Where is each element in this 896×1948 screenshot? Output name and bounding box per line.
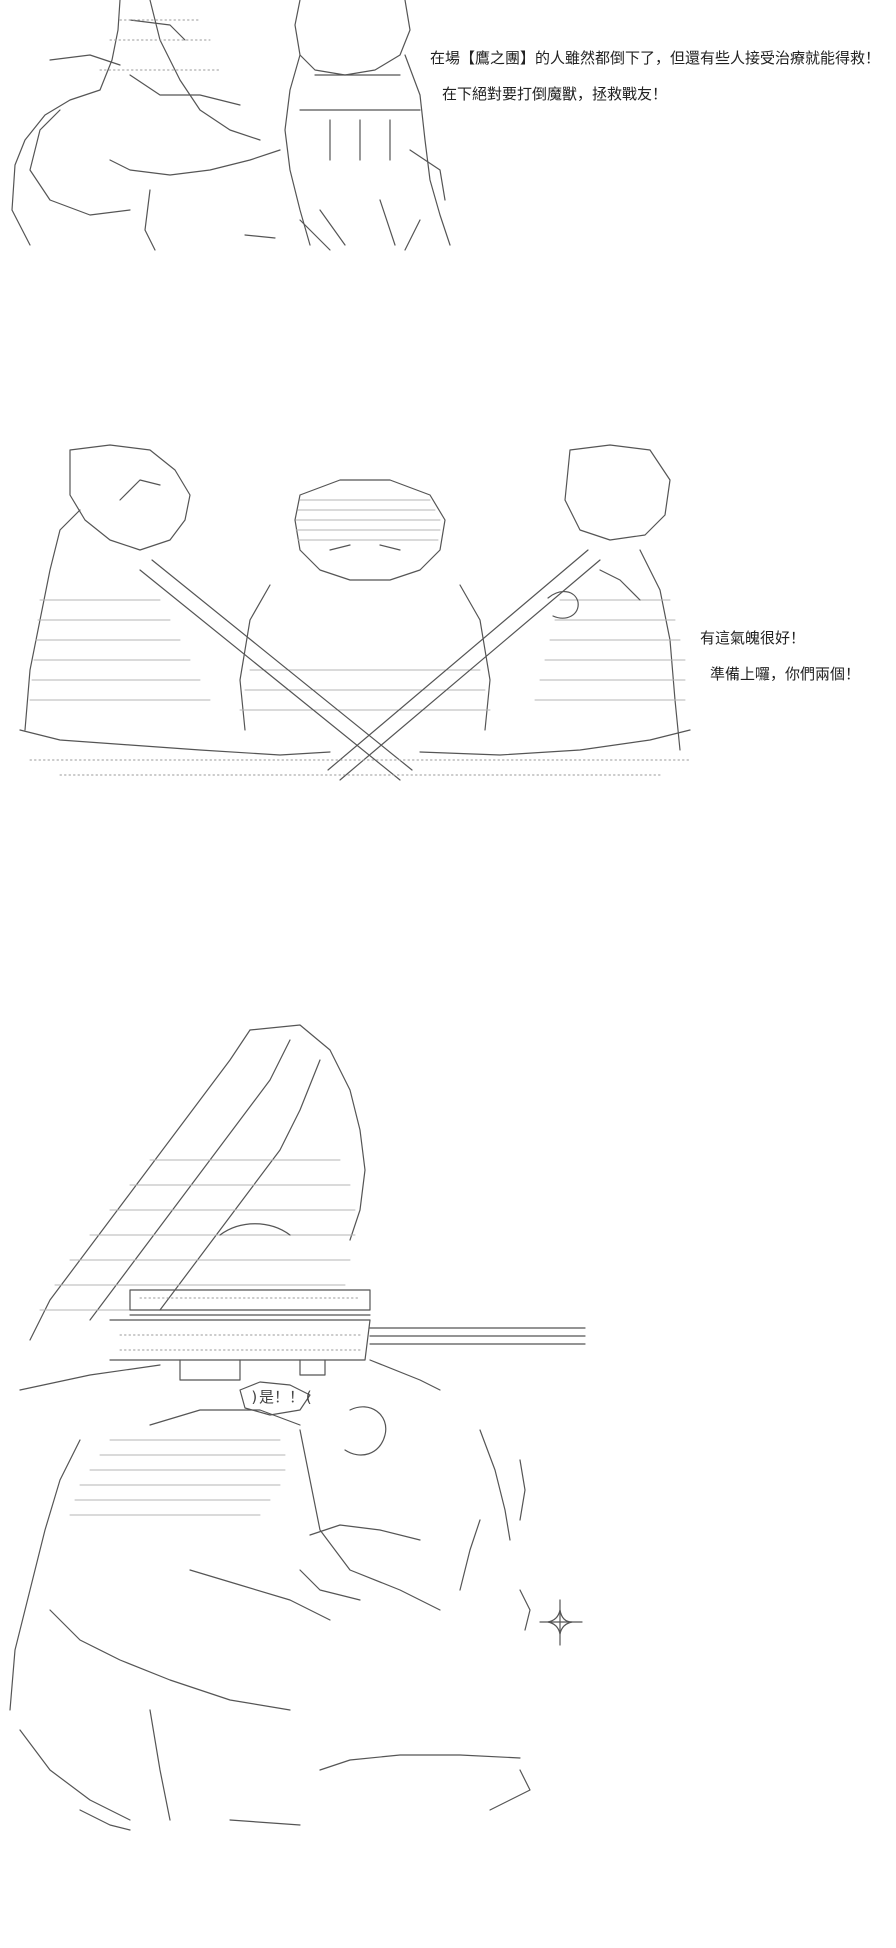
- ascii-art-rifle-figure: [9, 1024, 586, 1831]
- shout-text: )是！！(: [250, 1388, 314, 1406]
- caption-1a: 在場【鷹之團】的人雖然都倒下了，但還有些人接受治療就能得救！: [430, 49, 881, 67]
- caption-1b: 在下絕對要打倒魔獸，拯救戰友！: [442, 85, 668, 103]
- panel-1: 在場【鷹之團】的人雖然都倒下了，但還有些人接受治療就能得救！ 在下絕對要打倒魔獸…: [0, 0, 896, 260]
- panel-2: 有這氣魄很好！ 準備上囉，你們兩個！: [0, 440, 896, 800]
- caption-2a: 有這氣魄很好！: [700, 629, 806, 647]
- panel-3: )是！！(: [0, 1010, 896, 1910]
- caption-2b: 準備上囉，你們兩個！: [710, 665, 861, 683]
- ascii-art-crossed-weapons: [19, 444, 691, 781]
- ascii-art-figures-1: [11, 0, 451, 251]
